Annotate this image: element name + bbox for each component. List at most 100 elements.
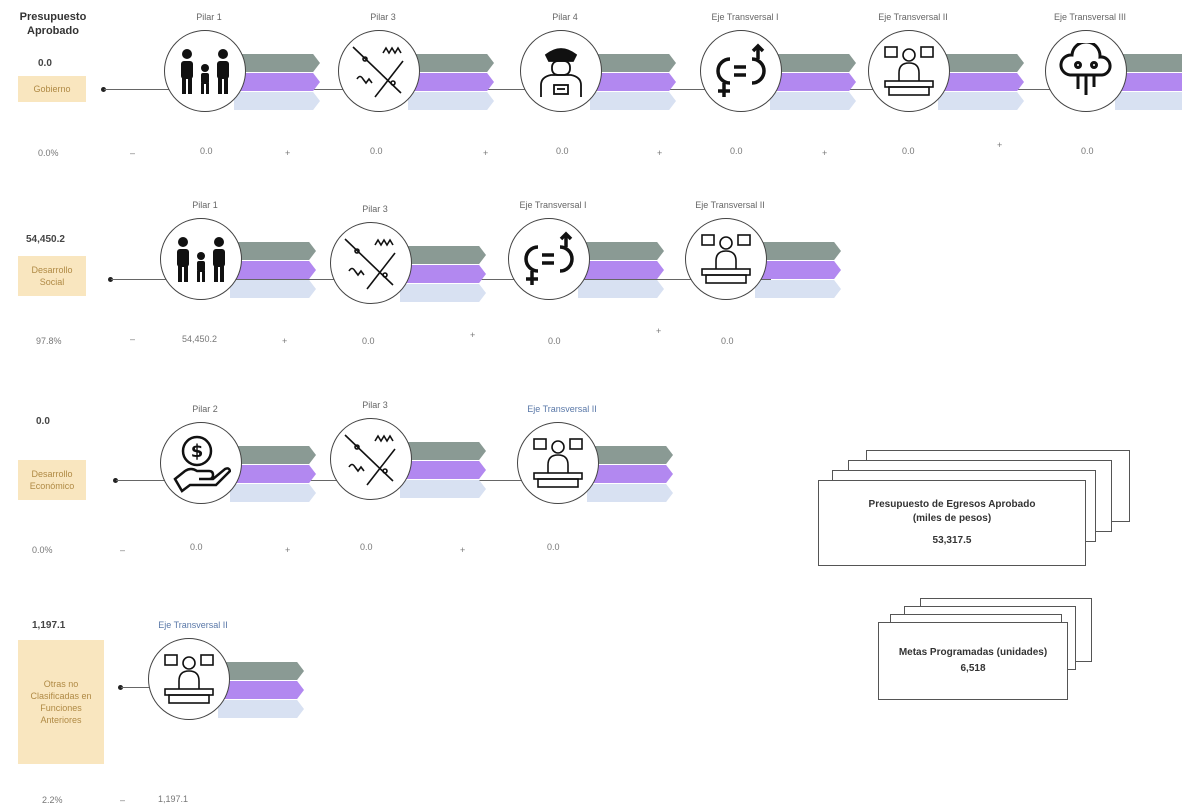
node-value: 0.0 [360,542,373,552]
ribbon-bottom [234,92,320,110]
node-value: 0.0 [200,146,213,156]
ribbon-top [400,246,486,264]
money-hand-icon: $ [160,422,242,504]
node-eje-transversal-2: Eje Transversal II 0.0 [685,200,845,346]
node-value: 0.0 [730,146,743,156]
ribbon-top [770,54,856,72]
node-label: Eje Transversal II [158,620,228,630]
ribbon-mid [400,265,486,283]
function-box: Otras no Clasificadas en Funciones Anter… [18,640,104,764]
node-value: 0.0 [190,542,203,552]
ribbon-top [218,662,304,680]
government-meeting-icon [148,638,230,720]
territory-icon [338,30,420,112]
operator-sign: + [822,148,828,158]
territory-icon [330,222,412,304]
row-amount: 1,197.1 [32,620,66,631]
node-label: Pilar 3 [362,400,388,410]
node-value: 0.0 [547,542,560,552]
ribbon-top [1115,54,1182,72]
ribbon-mid [755,261,841,279]
police-icon [520,30,602,112]
operator-sign: + [656,326,662,336]
ribbon-bottom [400,284,486,302]
node-label: Eje Transversal II [695,200,765,210]
connector-dot [108,277,113,282]
ribbon-bottom [578,280,664,298]
territory-icon [330,418,412,500]
connector-line [121,687,151,688]
node-pilar3: Pilar 3 0.0 [338,12,498,156]
node-label: Eje Transversal II [878,12,948,22]
row-percent: 2.2% [42,795,63,805]
ribbon-mid [578,261,664,279]
ribbon-top [230,242,316,260]
ribbon-mid [234,73,320,91]
ribbon-mid [400,461,486,479]
node-value: 0.0 [556,146,569,156]
row-percent: 0.0% [38,148,59,158]
ribbon-bottom [230,280,316,298]
operator-sign: + [282,336,288,346]
operator-sign: – [130,148,136,158]
family-icon [160,218,242,300]
row-percent: 97.8% [36,336,62,346]
function-box: Desarrollo Económico [18,460,86,500]
node-value: 0.0 [721,336,734,346]
ribbon-mid [590,73,676,91]
node-label: Pilar 1 [192,200,218,210]
gender-equality-icon [508,218,590,300]
node-value: 54,450.2 [182,334,218,344]
ribbon-top [230,446,316,464]
budget-title: Presupuesto de Egresos Aprobado (miles d… [868,499,1036,524]
ribbon-bottom [755,280,841,298]
ribbon-mid [218,681,304,699]
operator-sign: + [285,148,291,158]
node-value: 0.0 [548,336,561,346]
row-percent: 0.0% [32,545,53,555]
ribbon-mid [587,465,673,483]
node-eje-transversal-1: Eje Transversal I 0.0 [700,12,860,156]
budget-value: 53,317.5 [932,535,972,546]
node-label: Pilar 2 [192,404,218,414]
ribbon-bottom [587,484,673,502]
ribbon-top [587,446,673,464]
function-box: Gobierno [18,76,86,102]
government-meeting-icon [685,218,767,300]
family-icon [164,30,246,112]
ribbon-top [755,242,841,260]
gender-equality-icon [700,30,782,112]
ribbon-top [234,54,320,72]
operator-sign: + [657,148,663,158]
ribbon-mid [408,73,494,91]
connector-dot [101,87,106,92]
goals-card: Metas Programadas (unidades) 6,518 [878,622,1068,700]
ribbon-top [578,242,664,260]
goals-title: Metas Programadas (unidades) [898,647,1048,658]
node-label: Eje Transversal I [519,200,587,210]
connector-dot [113,478,118,483]
government-meeting-icon [517,422,599,504]
node-pilar4: Pilar 4 0.0 [520,12,680,156]
ribbon-bottom [1115,92,1182,110]
ribbon-mid [230,261,316,279]
operator-sign: + [997,140,1003,150]
ribbon-bottom [408,92,494,110]
operator-sign: + [460,545,466,555]
header-title: Presupuesto Aprobado [19,11,87,37]
operator-sign: + [285,545,291,555]
node-eje-transversal-2: Eje Transversal II 0.0 [868,12,1028,156]
row-amount: 0.0 [38,58,52,69]
node-label: Pilar 4 [552,12,578,22]
ribbon-bottom [590,92,676,110]
operator-sign: – [130,334,136,344]
row-amount: 54,450.2 [26,234,65,245]
node-value: 0.0 [902,146,915,156]
node-label: Pilar 3 [362,204,388,214]
ribbon-top [408,54,494,72]
ribbon-top [400,442,486,460]
ribbon-bottom [400,480,486,498]
node-label: Pilar 3 [370,12,396,22]
node-pilar2: Pilar 2 $ 0.0 [160,404,320,552]
ribbon-mid [1115,73,1182,91]
